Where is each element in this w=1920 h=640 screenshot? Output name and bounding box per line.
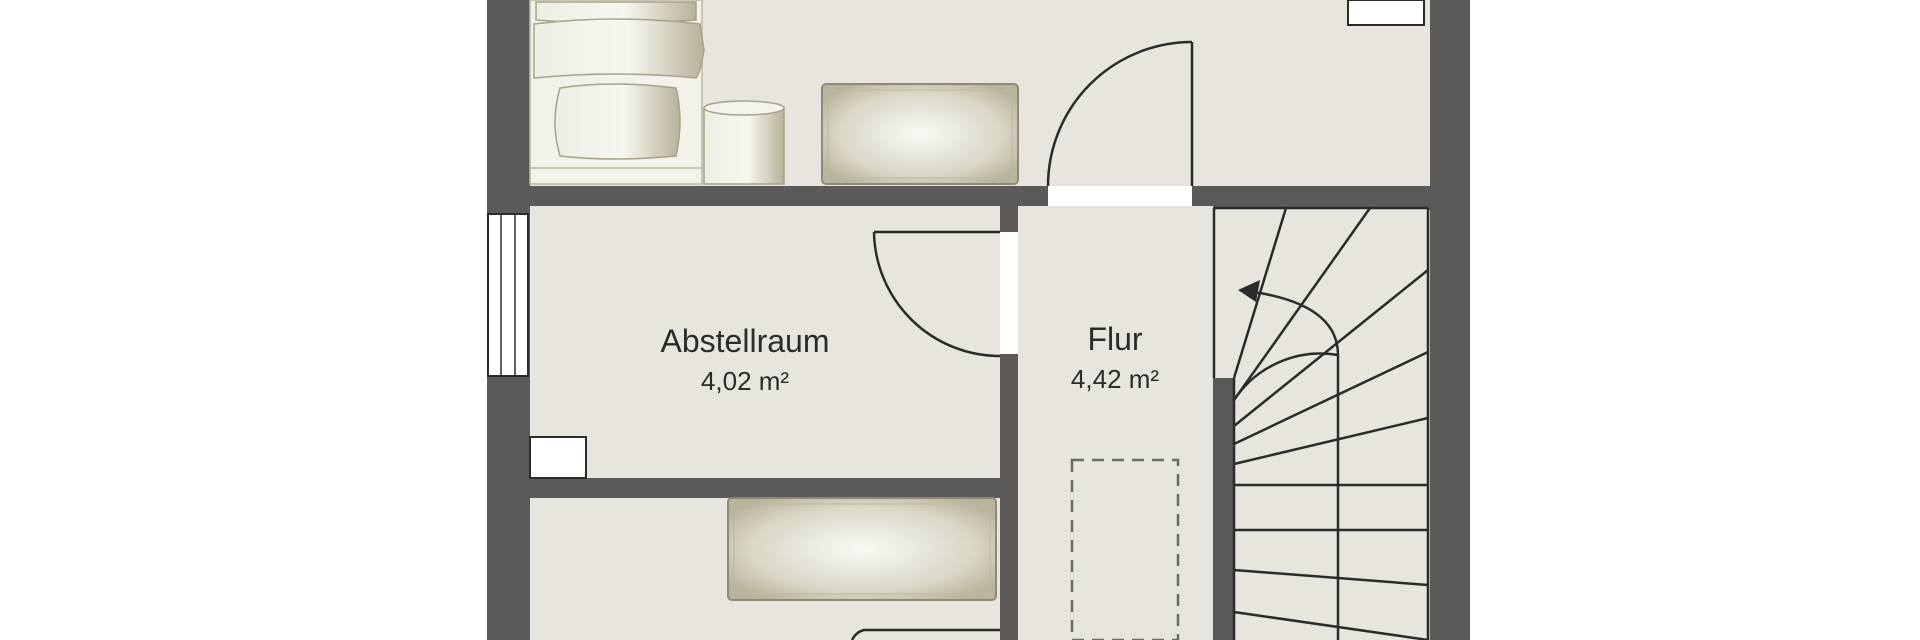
wall-top-room-south-left (530, 186, 1048, 206)
stair-direction-arrow-icon (1238, 280, 1340, 356)
wall-flur-west-upper (1000, 206, 1018, 232)
room-area-abstellraum: 4,02 m² (701, 366, 789, 396)
door-swing-icon (872, 230, 1001, 358)
pouf-icon (703, 100, 785, 185)
room-area-flur: 4,42 m² (1071, 364, 1159, 394)
wall-stair-west (1213, 378, 1233, 640)
window-icon (487, 213, 529, 377)
door-swing-icon (850, 628, 1000, 640)
wall-top-room-south-right (1192, 186, 1430, 206)
cabinet-top-right (1347, 0, 1425, 26)
cabinet-abstellraum (529, 436, 587, 479)
room-name-flur: Flur (1087, 321, 1142, 357)
floor-abstellraum (530, 206, 1000, 478)
bed-icon (529, 0, 705, 185)
exterior-wall-right (1430, 0, 1470, 640)
wall-flur-west-lower (1000, 354, 1018, 640)
floor-flur (1018, 206, 1213, 640)
radiator-icon (727, 497, 997, 601)
door-swing-icon (1046, 40, 1194, 187)
attic-hatch-icon (1070, 458, 1180, 640)
room-name-abstellraum: Abstellraum (661, 323, 830, 359)
dresser-icon (821, 83, 1019, 185)
wall-abstellraum-south (530, 478, 1000, 498)
